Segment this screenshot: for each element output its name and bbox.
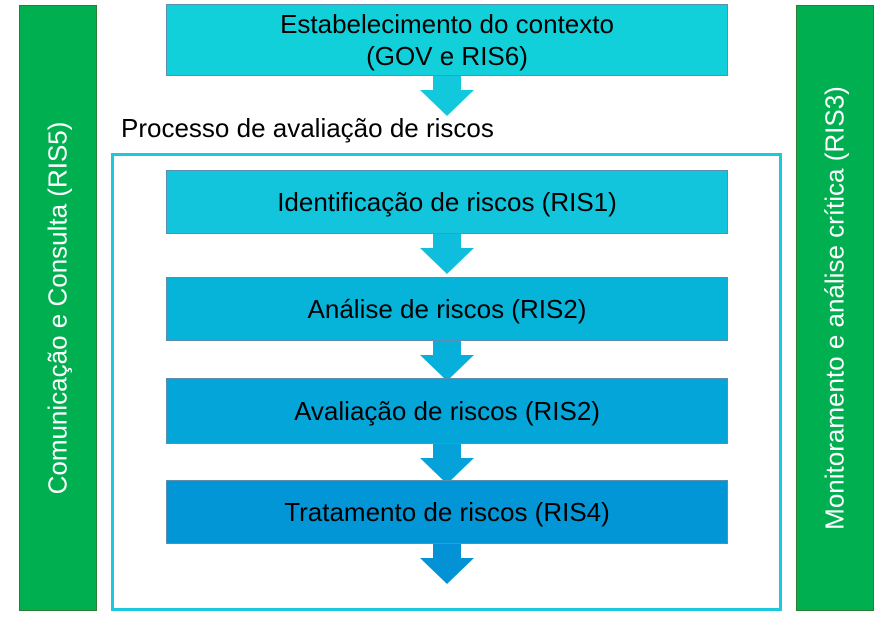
- down-arrow-icon: [420, 76, 474, 116]
- step-avaliacao: Avaliação de riscos (RIS2): [166, 378, 728, 444]
- down-arrow-icon: [420, 341, 474, 381]
- step-tratamento-label: Tratamento de riscos (RIS4): [284, 496, 610, 527]
- step-avaliacao-label: Avaliação de riscos (RIS2): [294, 395, 600, 426]
- context-box-line1: Estabelecimento do contexto: [280, 8, 614, 39]
- step-identificacao-label: Identificação de riscos (RIS1): [277, 186, 617, 217]
- context-box: Estabelecimento do contexto (GOV e RIS6): [166, 4, 728, 76]
- step-identificacao: Identificação de riscos (RIS1): [166, 170, 728, 234]
- right-side-bar: Monitoramento e análise crítica (RIS3): [796, 5, 874, 611]
- left-side-bar: Comunicação e Consulta (RIS5): [19, 5, 97, 611]
- down-arrow-icon: [420, 444, 474, 484]
- context-box-text: Estabelecimento do contexto (GOV e RIS6): [280, 8, 614, 73]
- left-side-bar-label: Comunicação e Consulta (RIS5): [42, 121, 73, 495]
- right-side-bar-label: Monitoramento e análise crítica (RIS3): [819, 86, 850, 530]
- process-frame: [111, 153, 782, 611]
- process-title: Processo de avaliação de riscos: [121, 113, 494, 143]
- step-tratamento: Tratamento de riscos (RIS4): [166, 480, 728, 544]
- step-analise-label: Análise de riscos (RIS2): [307, 293, 587, 324]
- down-arrow-icon: [420, 544, 474, 584]
- step-analise: Análise de riscos (RIS2): [166, 277, 728, 341]
- down-arrow-icon: [420, 234, 474, 274]
- context-box-line2: (GOV e RIS6): [366, 41, 528, 71]
